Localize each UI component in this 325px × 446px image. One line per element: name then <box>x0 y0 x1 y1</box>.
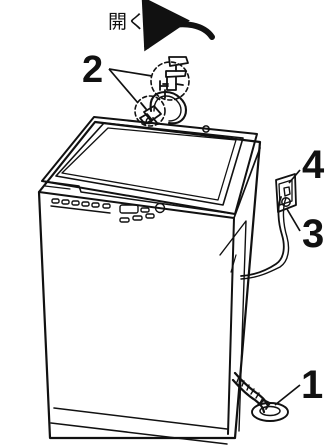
callout-3-group: 3 <box>287 209 324 256</box>
control-button-3 <box>72 201 79 205</box>
callout-4-number: 4 <box>302 143 325 187</box>
callout-2-number: 2 <box>82 49 103 91</box>
drain-outlet-outer <box>252 403 288 421</box>
control-display <box>120 205 138 213</box>
machine-front-top-line <box>45 186 70 189</box>
callout-1-line <box>275 385 300 405</box>
control-button-5 <box>92 203 99 207</box>
control-panel <box>51 199 165 222</box>
wall-cord-plug <box>284 187 290 196</box>
callout-2-line-b <box>109 69 138 103</box>
water-supply-assembly <box>135 57 189 126</box>
control-button-4 <box>82 202 89 206</box>
control-button-2 <box>62 200 69 204</box>
callout-2-line-a <box>109 69 152 76</box>
faucet-dashed-callout <box>151 62 189 100</box>
callout-1-group: 1 <box>275 363 323 407</box>
callout-2-group: 2 <box>82 49 152 103</box>
control-button-7 <box>141 208 149 212</box>
washing-machine <box>39 117 260 444</box>
open-label: 開く <box>108 11 146 33</box>
callout-3-line <box>287 209 300 231</box>
open-direction-indicator: 開く <box>108 11 212 46</box>
curved-arrow-icon <box>147 24 212 46</box>
callout-3-number: 3 <box>302 212 324 256</box>
control-button-6 <box>103 204 110 208</box>
control-panel-line <box>51 206 110 213</box>
control-button-9 <box>133 216 142 220</box>
control-button-10 <box>120 218 129 222</box>
machine-front-panel <box>39 192 234 434</box>
callout-1-number: 1 <box>301 363 323 407</box>
control-button-1 <box>52 199 59 203</box>
control-button-8 <box>146 214 154 218</box>
drain-assembly <box>233 373 288 421</box>
